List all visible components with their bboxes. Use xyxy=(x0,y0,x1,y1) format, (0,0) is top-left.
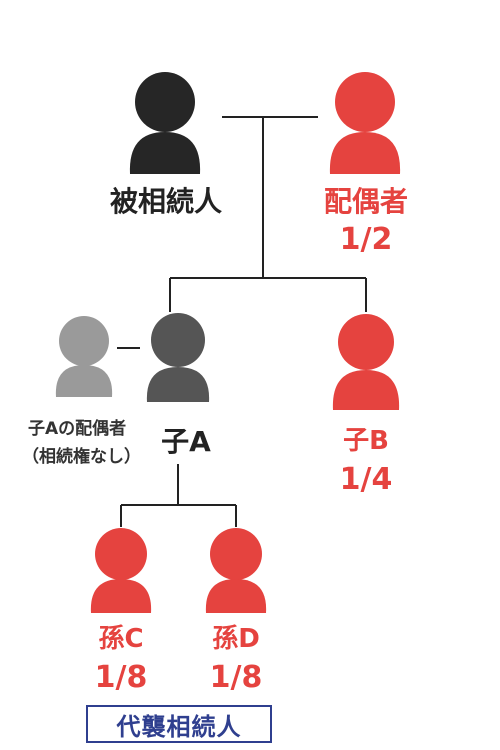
spouse-person-icon xyxy=(320,70,410,178)
child-a-spouse-note: （相続権なし） xyxy=(22,447,141,467)
deceased-label: 被相続人 xyxy=(109,185,222,218)
grandchild-c-label: 孫C xyxy=(98,624,144,654)
grandchild-c-share: 1/8 xyxy=(94,660,148,695)
child-a-spouse-person-icon xyxy=(52,315,116,399)
representation-heir-badge: 代襲相続人 xyxy=(86,705,272,743)
spouse-share: 1/2 xyxy=(339,222,393,257)
child-a-spouse-label: 子Aの配偶者 xyxy=(28,419,127,439)
deceased-person-icon xyxy=(120,70,210,178)
spouse-label: 配偶者 xyxy=(323,185,408,218)
child-a-person-icon xyxy=(142,312,214,404)
child-b-person-icon xyxy=(325,312,407,412)
grandchild-c-person-icon xyxy=(86,527,156,615)
grandchild-d-person-icon xyxy=(201,527,271,615)
grandchild-d-label: 孫D xyxy=(212,624,260,654)
child-b-share: 1/4 xyxy=(339,462,393,497)
child-a-label: 子A xyxy=(161,425,211,458)
child-b-label: 子B xyxy=(343,426,389,456)
grandchild-d-share: 1/8 xyxy=(209,660,263,695)
